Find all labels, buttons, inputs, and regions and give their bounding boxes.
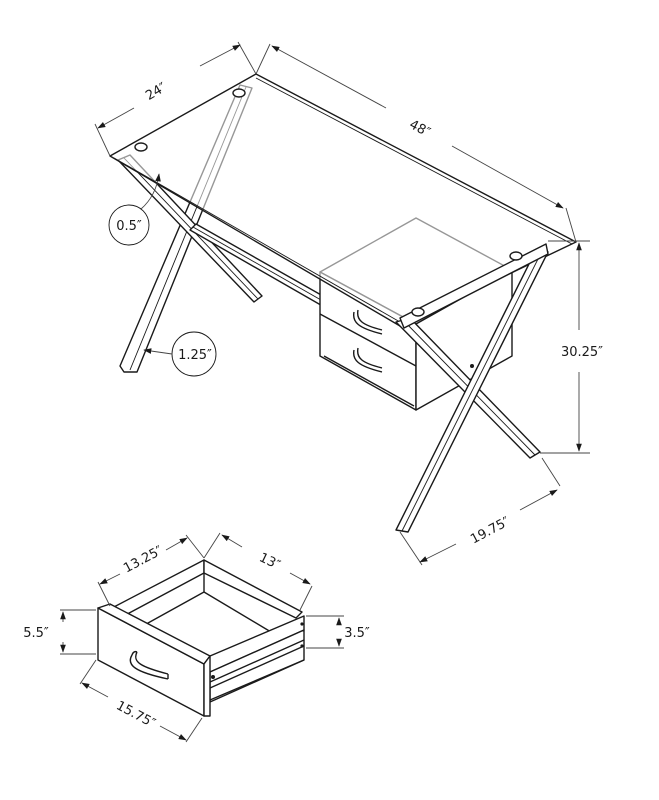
glass-pad-icon xyxy=(232,88,246,98)
desk-glass-top xyxy=(109,73,577,327)
dimension-label: 24″ xyxy=(143,80,169,104)
desk-illustration xyxy=(109,73,577,533)
glass-pad-icon xyxy=(134,142,148,152)
dimension-label: 13″ xyxy=(257,550,283,573)
dimension-label: 48″ xyxy=(407,117,433,140)
drawer-handle-icon xyxy=(352,309,383,335)
dimension-label: 3.5″ xyxy=(344,626,370,641)
callout-0-5-glass-thickness: 0.5″ xyxy=(108,173,161,246)
dimension-5-5-front-height: 5.5″ xyxy=(23,609,96,655)
dimension-label: 15.75″ xyxy=(114,698,158,731)
callout-label: 1.25″ xyxy=(178,348,212,363)
drawer-handle-icon xyxy=(352,347,383,373)
drawer-handle-icon xyxy=(129,650,169,680)
dimension-label: 13.25″ xyxy=(121,543,165,576)
dimension-label: 19.75″ xyxy=(468,514,512,547)
drawer-illustration xyxy=(97,559,305,717)
desk-right-x-leg xyxy=(395,243,549,533)
glass-pad-icon xyxy=(509,251,523,261)
glass-pad-icon xyxy=(411,307,425,317)
dimension-label: 30.25″ xyxy=(561,345,603,360)
callout-label: 0.5″ xyxy=(116,219,142,234)
dimension-label: 5.5″ xyxy=(23,626,49,641)
dimension-3-5-side-height: 3.5″ xyxy=(306,615,370,649)
callout-1-25-leg-width: 1.25″ xyxy=(143,331,217,377)
dimension-30-25-height: 30.25″ xyxy=(540,240,603,454)
